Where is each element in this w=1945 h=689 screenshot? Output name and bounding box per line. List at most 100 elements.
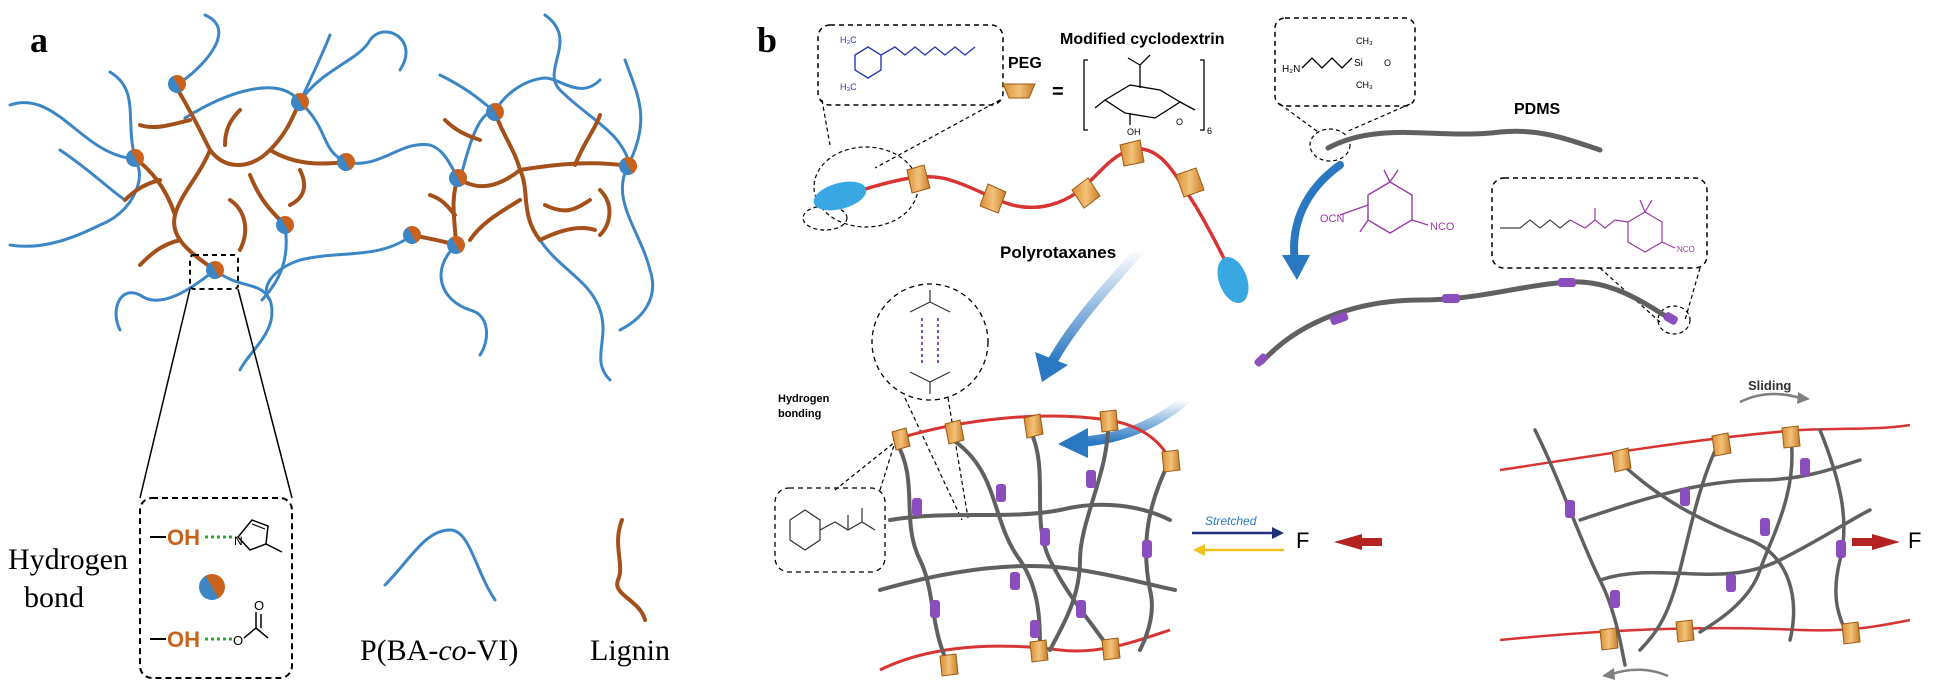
copolymer-chain: [458, 76, 602, 182]
arrow-head: [1193, 544, 1205, 556]
sliding-arrow-top: [1739, 392, 1801, 404]
hbond-ball: [337, 153, 355, 171]
cyclodextrin-ring: [1101, 637, 1121, 661]
crosslinker-segment: [930, 600, 940, 618]
lignin-branch: [248, 173, 287, 227]
peg-callout-line: [874, 99, 1001, 169]
cyclodextrin-ring: [1841, 621, 1861, 645]
pdms-strand: [948, 436, 1042, 657]
urethane-callout-line: [879, 441, 896, 491]
cyclodextrin-ring: [1099, 409, 1119, 433]
cyclodextrin-ring: [891, 427, 911, 451]
hbond-ball: [449, 169, 467, 187]
crosslinker-segment: [1030, 620, 1040, 638]
network-stretched: Sliding: [1499, 378, 1911, 680]
network-relaxed: [878, 409, 1181, 677]
legend-copolymer-swatch: [383, 528, 497, 602]
legend-hydrogen-bond-line1: Hydrogen: [8, 543, 128, 576]
cyclodextrin-oh-label: OH: [1127, 127, 1141, 137]
lignin-branch: [288, 168, 307, 207]
ipdi-structure: [1339, 169, 1429, 234]
lignin-branch: [428, 193, 457, 217]
hbond-ball: [126, 149, 144, 167]
pdms-label: PDMS: [1514, 101, 1561, 118]
arrow-head: [1058, 428, 1088, 458]
lignin-branch: [172, 148, 217, 272]
panel-a-label: a: [30, 20, 48, 60]
hydrogen-bond-callout-circle: [871, 283, 989, 401]
pdms-strand: [1533, 428, 1627, 667]
isocyanate-label-right: NCO: [1430, 221, 1455, 233]
force-arrow-right: [1852, 534, 1900, 550]
crosslinker-segment: [1800, 458, 1810, 476]
urethane-structure: [789, 508, 876, 551]
hydroxyl-label-bottom: OH: [167, 627, 200, 652]
pdms-strand: [878, 564, 1177, 592]
pdms-strand: [893, 438, 952, 670]
hbond-ball: [403, 226, 421, 244]
pdms-strand: [1698, 430, 1794, 634]
pdms-strand: [1048, 418, 1111, 652]
crosslinker-segment: [1726, 574, 1736, 592]
pdms-strand: [1638, 438, 1722, 652]
lignin-branch: [138, 118, 192, 130]
cyclodextrin-icon: [1002, 83, 1036, 99]
lignin-branch: [518, 161, 630, 172]
cyclodextrin-ring: [939, 653, 959, 677]
crosslinker-segment: [1040, 528, 1050, 546]
copolymer-chain: [538, 238, 612, 382]
lignin-branch: [598, 188, 612, 237]
cyclodextrin-ring: [1711, 432, 1732, 457]
peg-callout-line: [821, 99, 831, 146]
lignin-branch: [543, 198, 592, 213]
hbond-ball: [447, 236, 465, 255]
cyclodextrin-ring: [944, 419, 965, 445]
peg-structure-box: [817, 24, 1004, 106]
force-arrow-left: [1334, 534, 1382, 550]
arrow-head: [1602, 668, 1615, 680]
copolymer-chain: [298, 33, 332, 104]
modified-pdms-structure-box: [1491, 177, 1708, 269]
amine-callout-line: [1345, 103, 1411, 133]
lignin-branch: [468, 198, 522, 242]
hydrogen-bonding-label-line1: Hydrogen: [778, 393, 830, 405]
crosslinker-segment: [1442, 294, 1460, 303]
lignin-network: [123, 83, 630, 272]
peg-methyl-label-bottom: H₃C: [840, 82, 857, 92]
imidazole-ring: [237, 519, 269, 551]
cyclodextrin-ring: [906, 164, 931, 194]
legend-lignin-label: Lignin: [590, 634, 670, 667]
panel-a: a: [8, 13, 670, 679]
lignin-branch: [138, 238, 182, 267]
cyclodextrin-ring: [1675, 619, 1695, 643]
pdms-end-highlight: [1309, 128, 1351, 162]
lignin-branch: [443, 118, 482, 142]
carbonyl-o-label: O: [254, 598, 264, 613]
legend-hydrogen-bond-line2: bond: [24, 581, 84, 614]
lignin-branch: [173, 83, 302, 167]
crosslinker-segment: [1142, 540, 1152, 558]
amine-callout-line: [1279, 103, 1319, 133]
crosslinker-segment: [1663, 312, 1678, 325]
sliding-label: Sliding: [1748, 378, 1791, 393]
lignin-branch: [493, 110, 542, 242]
arrow-head: [1797, 392, 1810, 404]
hbond-ball-legend: [199, 574, 225, 600]
arrow-head: [1282, 255, 1310, 280]
lignin-branch: [573, 113, 602, 167]
copolymer-chain: [543, 13, 632, 167]
silicon-label: Si: [1354, 58, 1363, 69]
cyclodextrin-ring: [1023, 413, 1044, 439]
cyclodextrin-ring: [1599, 627, 1619, 651]
cyclodextrin-subscript: 6: [1207, 126, 1212, 136]
modified-pdms-end-highlight: [1657, 305, 1691, 335]
methyl-label-a: CH₃: [1356, 36, 1373, 46]
stopper-right: [1217, 256, 1249, 304]
zoom-selection-box: [189, 254, 239, 290]
urethane-callout-box: [774, 487, 886, 573]
peg-structure: [854, 46, 976, 79]
stopper-highlight: [802, 205, 848, 231]
reaction-arrow-combine: [1075, 395, 1190, 447]
cyclodextrin-ring: [1119, 139, 1145, 167]
